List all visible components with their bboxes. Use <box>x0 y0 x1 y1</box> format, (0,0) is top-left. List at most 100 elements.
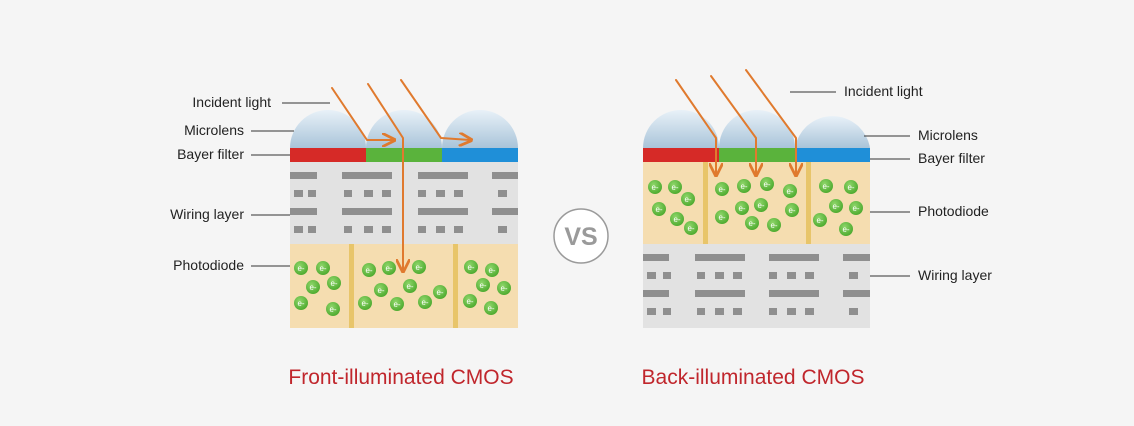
back-label-wiring-layer: Wiring layer <box>918 267 992 283</box>
wiring-bar <box>663 272 671 279</box>
electron: e- <box>485 263 499 277</box>
electron-dot <box>326 302 340 316</box>
electron-dot <box>362 263 376 277</box>
electron-dot <box>497 281 511 295</box>
electron: e- <box>497 281 511 295</box>
wiring-bar <box>498 190 507 197</box>
back-bayer-filter-blue <box>795 148 870 162</box>
front-title: Front-illuminated CMOS <box>288 366 513 389</box>
electron-label: e- <box>673 215 680 224</box>
electron-dot <box>316 261 330 275</box>
electron-dot <box>681 192 695 206</box>
wiring-bar <box>498 226 507 233</box>
wiring-bar <box>643 254 669 261</box>
wiring-bar <box>697 272 705 279</box>
electron: e- <box>294 296 308 310</box>
back-bayer-filter-red <box>643 148 719 162</box>
wiring-bar <box>787 272 796 279</box>
electron-label: e- <box>479 281 486 290</box>
electron-dot <box>382 261 396 275</box>
electron: e- <box>362 263 376 277</box>
electron: e- <box>464 260 478 274</box>
electron-dot <box>715 210 729 224</box>
electron-label: e- <box>847 183 854 192</box>
back-label-microlens: Microlens <box>918 127 978 143</box>
electron: e- <box>745 216 759 230</box>
wiring-bar <box>805 308 814 315</box>
electron: e- <box>358 296 372 310</box>
electron-label: e- <box>393 300 400 309</box>
electron: e- <box>670 212 684 226</box>
electron: e- <box>849 201 863 215</box>
back-label-incident-light: Incident light <box>844 83 923 99</box>
electron-label: e- <box>718 213 725 222</box>
wiring-bar <box>849 272 858 279</box>
wiring-bar <box>294 190 303 197</box>
electron: e- <box>767 218 781 232</box>
electron-label: e- <box>488 266 495 275</box>
electron-label: e- <box>852 204 859 213</box>
front-photodiode-divider <box>349 244 354 328</box>
electron-label: e- <box>421 298 428 307</box>
electron-label: e- <box>361 299 368 308</box>
front-light-ray <box>331 87 393 140</box>
electron-label: e- <box>436 288 443 297</box>
electron-dot <box>785 203 799 217</box>
electron-dot <box>327 276 341 290</box>
wiring-bar <box>769 254 819 261</box>
vs-circle <box>553 208 609 264</box>
electron: e- <box>294 261 308 275</box>
back-microlens <box>643 110 719 148</box>
front-label-bayer-filter: Bayer filter <box>177 146 244 162</box>
wiring-bar <box>418 226 426 233</box>
electron-dot <box>668 180 682 194</box>
electron-dot <box>684 221 698 235</box>
back-light-ray <box>745 69 796 174</box>
electron: e- <box>418 295 432 309</box>
front-label-photodiode: Photodiode <box>173 257 244 273</box>
electron: e- <box>715 182 729 196</box>
front-wiring-bars <box>290 172 518 233</box>
wiring-bar <box>695 254 745 261</box>
electron-label: e- <box>329 305 336 314</box>
wiring-bar <box>715 308 724 315</box>
electron: e- <box>715 210 729 224</box>
electron: e- <box>433 285 447 299</box>
electron: e- <box>737 179 751 193</box>
electron-dot <box>294 296 308 310</box>
electron-label: e- <box>748 219 755 228</box>
wiring-bar <box>290 208 317 215</box>
wiring-bar <box>695 290 745 297</box>
electron-label: e- <box>406 282 413 291</box>
electron-label: e- <box>738 204 745 213</box>
electron-label: e- <box>687 224 694 233</box>
vs-badge: VS <box>553 208 609 264</box>
back-light-ray <box>710 75 756 174</box>
electron-label: e- <box>309 283 316 292</box>
electron-label: e- <box>822 182 829 191</box>
electron-label: e- <box>718 185 725 194</box>
electron: e- <box>403 279 417 293</box>
wiring-bar <box>382 226 391 233</box>
front-microlens <box>290 110 366 148</box>
electron: e- <box>463 294 477 308</box>
electron-dot <box>403 279 417 293</box>
electron: e- <box>327 276 341 290</box>
electron-label: e- <box>365 266 372 275</box>
electron-label: e- <box>832 202 839 211</box>
wiring-bar <box>843 254 870 261</box>
wiring-bar <box>697 308 705 315</box>
electron-dot <box>464 260 478 274</box>
electron-dot <box>412 260 426 274</box>
electron-dot <box>463 294 477 308</box>
electron-dot <box>476 278 490 292</box>
back-illuminated-diagram: e-e-e-e-e-e-e-e-e-e-e-e-e-e-e-e-e-e-e-e-… <box>642 69 992 389</box>
back-label-photodiode: Photodiode <box>918 203 989 219</box>
front-electron-group: e-e-e-e-e-e-e-e-e-e-e-e-e-e-e-e-e-e-e-e-… <box>294 260 511 316</box>
electron: e- <box>829 199 843 213</box>
wiring-bar <box>308 190 316 197</box>
front-bayer-filter-blue <box>442 148 518 162</box>
wiring-bar <box>308 226 316 233</box>
wiring-bar <box>849 308 858 315</box>
